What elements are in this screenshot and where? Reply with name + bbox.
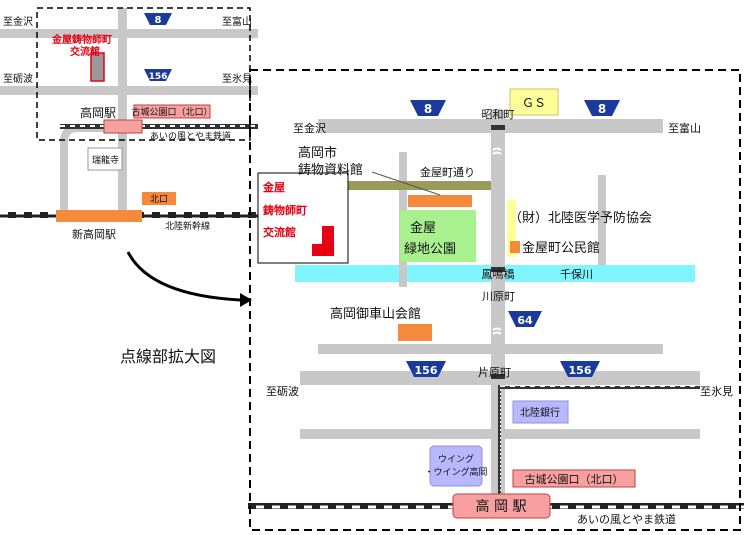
detail-map: 至金沢 至富山 至砺波 至氷見 8 8 64 156 156 ＧＳ 昭和町 高岡… bbox=[248, 69, 744, 531]
dt-exchange-hall-marker bbox=[312, 226, 334, 256]
dt-main-street bbox=[491, 110, 505, 495]
dt-west-bridge bbox=[399, 262, 407, 285]
dt-road-break-2 bbox=[492, 327, 502, 335]
ov-zoom-box bbox=[36, 7, 251, 141]
dt-route156-shield-west bbox=[406, 361, 446, 377]
dt-takaoka-station-box bbox=[452, 493, 551, 519]
dt-route8-shield-west bbox=[410, 100, 446, 116]
ov-ainokaze-label: あいの風とやま鉄道 bbox=[150, 130, 231, 142]
ov-zuiryuji-box bbox=[87, 147, 123, 171]
dt-museum-leader bbox=[371, 171, 441, 196]
dt-east-branch-rail bbox=[500, 386, 700, 389]
dt-route156-label-west: 156 bbox=[415, 364, 438, 377]
ov-kojo-exit-box bbox=[133, 104, 211, 119]
ov-takaoka-station-label: 高岡駅 bbox=[80, 105, 116, 120]
dt-museum-label-1: 高岡市 bbox=[298, 145, 337, 161]
dt-route156-shield-east bbox=[560, 361, 600, 377]
ov-north-exit-box bbox=[142, 192, 176, 205]
ov-museum-marker bbox=[90, 52, 105, 82]
dt-route64-shield bbox=[508, 311, 542, 327]
ov-route156-road bbox=[0, 86, 258, 95]
dt-medical-label: （財）北陸医学予防協会 bbox=[509, 210, 652, 226]
dt-signal-houmei bbox=[491, 267, 505, 272]
dt-kanaya-street bbox=[296, 181, 491, 190]
dt-mikurumayama-building bbox=[398, 324, 432, 341]
dt-dest-toyama: 至富山 bbox=[668, 121, 701, 135]
ov-kojo-exit-label: 古城公園口（北口） bbox=[131, 106, 212, 118]
zoom-arrow bbox=[126, 251, 241, 302]
dt-public-hall-label: 金屋町公民館 bbox=[522, 240, 600, 256]
dt-wing-box bbox=[429, 445, 483, 487]
ov-route8-road bbox=[0, 29, 258, 38]
dt-kawahara-label: 川原町 bbox=[482, 290, 515, 303]
dt-main-branch-rail bbox=[498, 385, 501, 495]
dt-public-hall-marker bbox=[510, 241, 520, 253]
dt-wing-label-1: ウイング bbox=[438, 453, 474, 465]
dt-road-break-1 bbox=[492, 147, 502, 155]
dt-exchange-hall-label-2: 鋳物師町 bbox=[262, 203, 307, 217]
dt-bank-label: 北陸銀行 bbox=[520, 406, 560, 419]
ov-shinkansen-label: 北陸新幹線 bbox=[165, 220, 210, 232]
ov-route156-label: 156 bbox=[149, 72, 168, 82]
dt-signal-katahara bbox=[491, 374, 505, 379]
ov-dest-tonami: 至砺波 bbox=[3, 72, 33, 85]
ov-dest-himi: 至氷見 bbox=[222, 72, 252, 85]
ov-dest-kanazawa: 至金沢 bbox=[3, 15, 33, 28]
dt-kojo-exit-box bbox=[512, 469, 636, 488]
dt-katahara-label: 片原町 bbox=[478, 366, 511, 379]
dt-route64-label: 64 bbox=[517, 314, 533, 327]
dt-park-label-2: 緑地公園 bbox=[404, 242, 456, 257]
dt-showa-label: 昭和町 bbox=[482, 108, 515, 121]
dt-route8-label-east: 8 bbox=[598, 102, 606, 116]
dt-park-area bbox=[400, 210, 476, 262]
dt-kanaya-street-label: 金屋町通り bbox=[420, 165, 475, 179]
dt-houmei-bridge-label: 鳳鳴橋 bbox=[482, 267, 515, 281]
ov-takaoka-station-box bbox=[103, 119, 143, 134]
dt-museum-building bbox=[408, 195, 472, 207]
ov-route156-shield bbox=[144, 69, 172, 81]
dt-ainokaze-label: あいの風とやま鉄道 bbox=[577, 512, 676, 526]
dt-dest-kanazawa: 至金沢 bbox=[293, 121, 326, 135]
dt-mid-road bbox=[318, 344, 663, 354]
ov-station-street bbox=[118, 8, 127, 218]
ov-route8-label: 8 bbox=[155, 15, 162, 26]
dt-bank-box bbox=[512, 400, 569, 424]
dt-zoom-frame bbox=[249, 69, 741, 531]
ov-ainokaze-rail bbox=[60, 124, 258, 129]
zoom-caption: 点線部拡大図 bbox=[120, 347, 216, 366]
ov-route8-shield bbox=[144, 13, 172, 25]
dt-chiho-river-label: 千保川 bbox=[560, 267, 593, 281]
dt-medical-strip bbox=[507, 200, 516, 257]
dt-exchange-hall-label-1: 金屋 bbox=[262, 180, 285, 194]
ov-north-exit-label: 北口 bbox=[150, 194, 168, 205]
dt-route8-road bbox=[318, 119, 663, 133]
dt-mikurumayama-label: 高岡御車山会館 bbox=[330, 306, 421, 322]
ov-shin-takaoka-label: 新高岡駅 bbox=[72, 227, 116, 241]
dt-route156-label-east: 156 bbox=[569, 364, 592, 377]
zoom-arrowhead bbox=[240, 293, 252, 307]
dt-takaoka-station-label: 高 岡 駅 bbox=[476, 498, 527, 515]
dt-signal-showa bbox=[491, 125, 505, 130]
dt-gs-box bbox=[509, 88, 559, 116]
dt-museum-label-2: 鋳物資料館 bbox=[298, 162, 363, 178]
dt-park-label-1: 金屋 bbox=[410, 220, 436, 236]
dt-route8-label-west: 8 bbox=[424, 102, 432, 116]
dt-dest-tonami: 至砺波 bbox=[266, 385, 299, 398]
dt-route8-shield-east bbox=[584, 100, 620, 116]
dt-exchange-hall-label-3: 交流館 bbox=[263, 225, 296, 239]
ov-museum-label-2: 交流館 bbox=[70, 45, 100, 58]
dt-gs-label: ＧＳ bbox=[522, 96, 546, 110]
ov-museum-label-1: 金屋鋳物師町 bbox=[51, 33, 112, 46]
dt-kojo-exit-label: 古城公園口（北口） bbox=[525, 473, 624, 486]
ov-zuiryuji-label: 瑞龍寺 bbox=[92, 154, 119, 166]
overview-map: 至金沢 至富山 至砺波 至氷見 8 156 金屋鋳物師町 交流館 高岡駅 古城公… bbox=[0, 7, 258, 241]
dt-wing-label-2: ・ウイング高岡 bbox=[424, 466, 487, 478]
dt-east-street bbox=[598, 175, 606, 265]
ov-dest-toyama: 至富山 bbox=[222, 15, 252, 28]
ov-shin-takaoka-box bbox=[56, 210, 142, 222]
dt-dest-himi: 至氷見 bbox=[700, 385, 733, 398]
